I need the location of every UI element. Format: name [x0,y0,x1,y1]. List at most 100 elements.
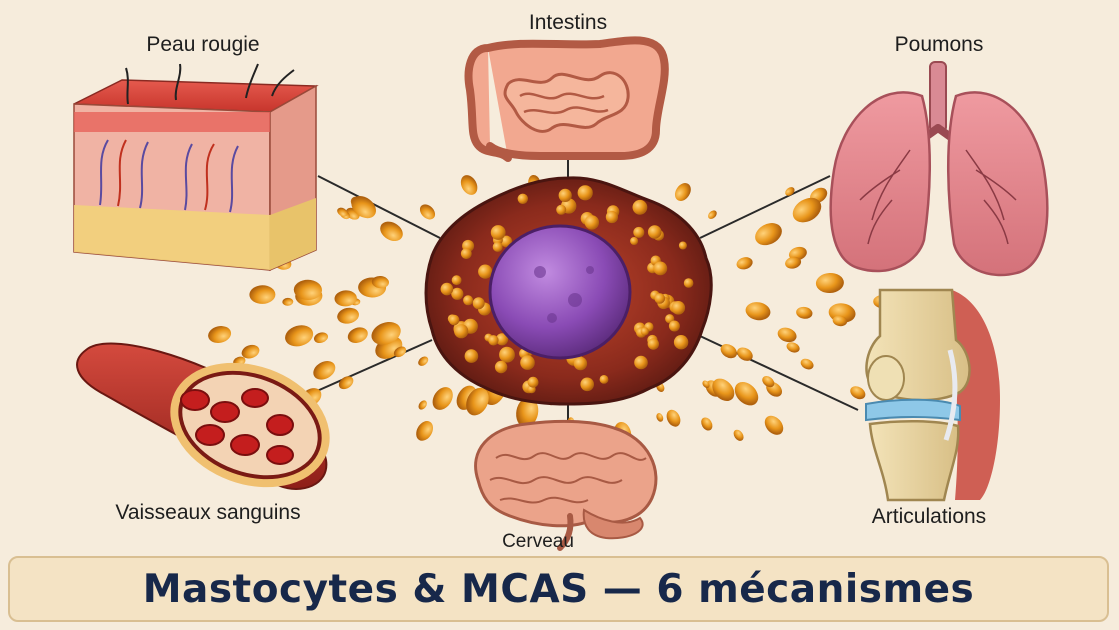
title-banner: Mastocytes & MCAS — 6 mécanismes [8,556,1109,622]
granule [666,409,681,427]
granule [708,210,717,219]
label-skin: Peau rougie [146,33,259,56]
cell-granule [495,333,509,346]
granule [800,358,814,370]
granule [285,325,314,347]
cell-granule [494,360,508,374]
cell-granule [488,335,499,346]
granule [656,413,664,422]
cell-granule [580,377,594,392]
granule [416,421,434,441]
cell-granule [634,355,648,370]
granule [380,221,403,242]
granule [762,376,775,388]
granule [337,207,348,217]
granule [792,197,822,223]
granule [337,307,359,324]
granule [371,321,401,345]
granule [785,187,795,196]
granule [313,332,329,344]
cell-granule [440,282,454,296]
cell-granule [490,225,506,240]
granule [466,387,489,416]
granule [418,400,427,410]
mast-cell-icon [424,176,713,406]
granule [745,302,771,321]
cell-granule [577,185,593,201]
granule [796,306,813,319]
granule [313,361,336,380]
granule [850,386,866,400]
granule [419,204,436,220]
granule [785,256,802,269]
label-joints: Articulations [872,505,986,528]
lungs-icon [829,61,1049,277]
cell-granule [499,346,515,363]
cell-granule [500,235,513,248]
cell-granule [517,193,528,204]
intestine-icon [464,36,669,162]
granule [815,272,844,294]
granule [334,290,357,307]
label-lungs: Poumons [895,33,984,56]
cell-granule [451,287,464,300]
granule [241,344,260,359]
granule [777,327,797,343]
cell-granule [647,225,662,239]
granule [736,257,753,270]
label-intestine: Intestins [529,11,607,34]
cell-granule [653,261,668,276]
granule [755,223,782,246]
granule [674,183,691,201]
label-brain: Cerveau [502,531,574,552]
cell-granule [451,275,462,286]
cell-granule [478,264,493,279]
label-vessels: Vaisseaux sanguins [115,501,300,524]
granule [701,417,713,431]
cell-granule [678,241,687,250]
granule [733,429,744,441]
granule [432,387,453,410]
cell-granule [448,314,460,326]
granule [347,327,368,343]
cell-granule [460,248,472,259]
cell-granule [520,355,535,370]
cell-granule [605,210,619,224]
granule [208,326,232,343]
cell-granule [632,199,648,215]
granule [293,279,322,301]
granule [832,315,848,327]
cell-granule [558,188,572,202]
cell-granule [573,356,588,371]
brain-icon [474,419,658,551]
cell-granule [668,320,680,332]
granule [764,415,784,435]
blood-vessel-icon [76,342,330,490]
granule [393,346,407,358]
cell-granule [633,226,645,238]
cell-granule [665,314,675,324]
granule [720,344,737,359]
cell-granule [584,215,599,230]
granule [338,376,354,390]
granule [516,397,539,428]
cell-granule [556,204,567,215]
cell-granule [527,376,539,388]
granule [737,347,753,361]
granule [734,381,759,406]
cell-granule [671,301,686,315]
cell-granule [599,375,609,384]
cell-granule [673,335,689,350]
knee-joint-icon [865,288,1000,502]
granule [418,356,429,366]
granule [371,275,389,289]
granule [786,342,800,353]
granule [249,285,276,304]
cell-granule [454,324,469,339]
cell-granule [472,297,485,310]
cell-granule [654,293,666,304]
cell-granule [492,241,503,252]
granule [702,380,710,389]
cell-granule [640,327,649,336]
